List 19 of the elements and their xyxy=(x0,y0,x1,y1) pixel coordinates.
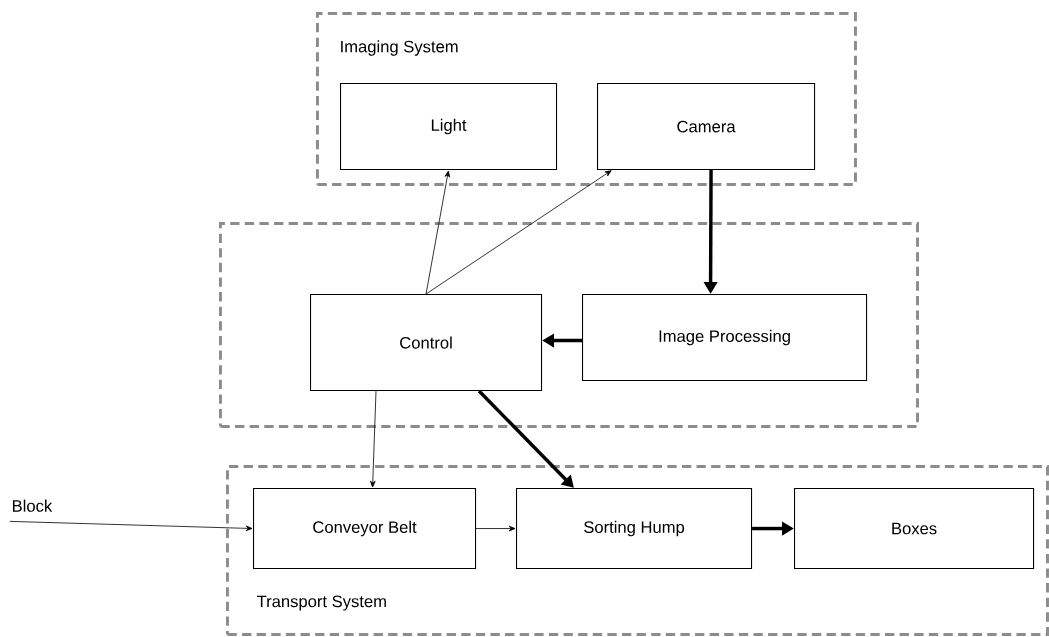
process-box: Image Processing xyxy=(582,294,868,382)
arrow xyxy=(425,170,451,295)
arrow xyxy=(475,525,516,532)
process-box: Sorting Hump xyxy=(516,488,753,570)
process-box: Conveyor Belt xyxy=(253,488,477,570)
dashed-group-box xyxy=(316,12,857,186)
input-label: Block xyxy=(12,499,53,512)
process-box: Light xyxy=(340,83,558,171)
process-box: Boxes xyxy=(794,488,1035,570)
arrow xyxy=(477,389,574,488)
group-label: Transport System xyxy=(257,595,386,611)
process-box: Camera xyxy=(597,83,816,171)
group-label: Imaging System xyxy=(341,40,458,56)
dashed-group-box xyxy=(226,465,1049,636)
arrow xyxy=(370,390,377,488)
arrow xyxy=(425,170,612,295)
arrow xyxy=(9,521,253,532)
process-box: Control xyxy=(310,294,543,392)
dashed-group-box xyxy=(219,222,919,428)
